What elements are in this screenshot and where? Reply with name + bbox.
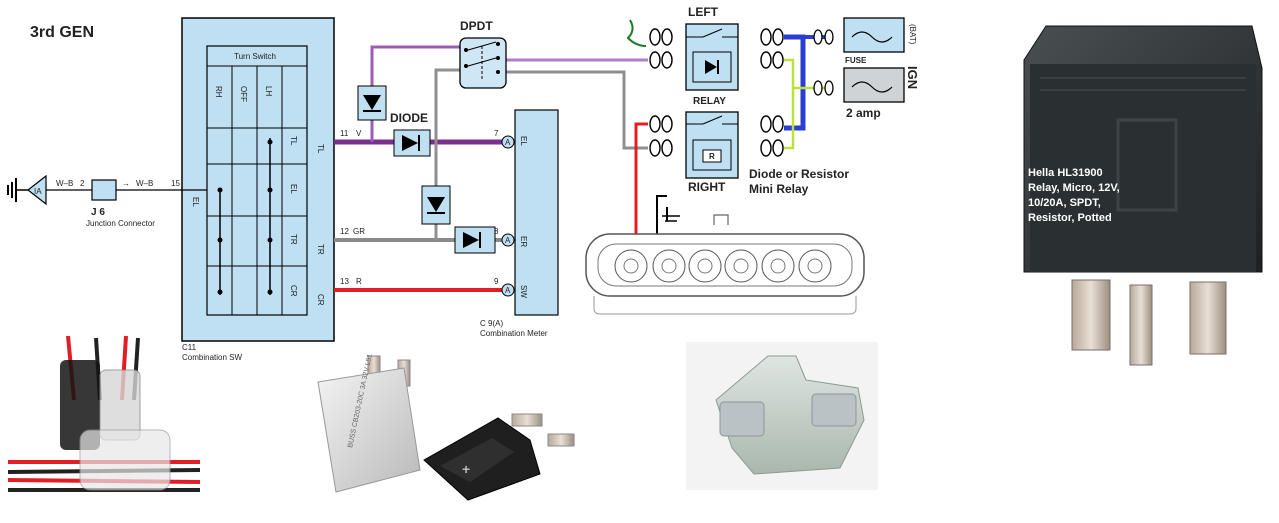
relay-right: R <box>685 111 739 179</box>
switch-row-tr: TR <box>289 234 298 245</box>
svg-text:A: A <box>505 138 511 147</box>
ground-symbol-lightbar <box>656 195 680 234</box>
meter-connector-a-marks: A A A <box>501 135 515 297</box>
outer-pin-tl: TL <box>316 144 325 154</box>
hella-caption-2: Relay, Micro, 12V, <box>1028 182 1120 194</box>
junction-connector-j6 <box>91 179 117 201</box>
bat-label: (BAT) <box>908 24 917 45</box>
pin-15-label: 15 <box>171 179 180 188</box>
switch-col-rh: RH <box>214 86 223 98</box>
combination-switch <box>181 17 335 342</box>
diode-label: DIODE <box>390 111 428 125</box>
outer-pin-cr: CR <box>316 294 325 306</box>
indicator-ia-symbol: IA <box>27 174 47 206</box>
switch-col-lh: LH <box>264 86 273 96</box>
relay-left <box>685 23 739 91</box>
relay-type-line1: Diode or Resistor <box>749 167 849 181</box>
meter-pin-9: 9 <box>494 277 499 286</box>
relay-right-output-connector <box>760 115 784 157</box>
svg-text:R: R <box>709 152 715 161</box>
junction-connector-id: J 6 <box>91 207 105 218</box>
junction-connector-label: Junction Connector <box>86 219 155 228</box>
meter-pin-8: 8 <box>494 227 499 236</box>
wire-v-label: V <box>356 129 362 138</box>
diode-vertical-purple <box>357 85 387 121</box>
relay-right-title: RIGHT <box>688 180 726 194</box>
wire-gr-label: GR <box>353 227 365 236</box>
wire-13-label: 13 <box>340 277 349 286</box>
outer-pin-el: EL <box>191 197 200 207</box>
outer-pin-tr: TR <box>316 244 325 255</box>
combination-meter <box>514 109 559 316</box>
relay-word: RELAY <box>693 96 726 107</box>
diode-horizontal-gray <box>454 226 496 254</box>
relay-right-connector <box>649 115 673 157</box>
wire-12-label: 12 <box>340 227 349 236</box>
wire-11-label: 11 <box>340 129 349 138</box>
fuse-tap-mark: + <box>462 461 470 477</box>
svg-text:A: A <box>505 286 511 295</box>
relay-left-output-connector <box>760 28 784 69</box>
fuse-ign <box>813 67 905 103</box>
switch-row-cr: CR <box>289 285 298 297</box>
micro-fuse-image <box>686 342 878 490</box>
combination-switch-label: Combination SW <box>182 353 242 362</box>
diode-horizontal-purple <box>393 129 431 157</box>
led-light-bar <box>585 214 865 315</box>
ground-symbol <box>7 178 28 202</box>
fuse-amp-label: 2 amp <box>846 106 881 120</box>
switch-row-el: EL <box>289 184 298 194</box>
turn-switch-header: Turn Switch <box>234 52 276 61</box>
meter-label: Combination Meter <box>480 329 548 338</box>
switch-col-off: OFF <box>239 86 248 102</box>
ign-label: IGN <box>905 66 920 89</box>
meter-pin-er: ER <box>519 236 528 247</box>
svg-text:A: A <box>505 236 511 245</box>
fuse-bat <box>813 17 905 53</box>
diode-vertical-gray <box>421 185 451 225</box>
relay-type-line2: Mini Relay <box>749 182 809 196</box>
combination-switch-id: C11 <box>182 343 197 352</box>
relay-left-title: LEFT <box>688 5 719 19</box>
meter-pin-el: EL <box>519 136 528 146</box>
pin-2-label: 2 <box>80 179 85 188</box>
dpdt-label: DPDT <box>460 19 493 33</box>
relay-left-connector <box>626 19 673 69</box>
generation-title: 3rd GEN <box>30 24 94 41</box>
switch-row-tl: TL <box>289 136 298 146</box>
svg-text:IA: IA <box>34 187 42 196</box>
wire-tap-connector-image <box>7 335 201 492</box>
hella-caption-3: 10/20A, SPDT, <box>1028 197 1101 209</box>
circuit-breaker-image: BUSS CB203-20C 3A 32V L51 <box>317 353 421 493</box>
meter-pin-7: 7 <box>494 129 499 138</box>
dpdt-switch <box>459 37 507 89</box>
arrow-mark: → <box>122 179 130 188</box>
meter-pin-sw: SW <box>519 285 528 298</box>
wire-red <box>334 122 648 292</box>
wire-code-wb-1: W–B <box>56 179 73 188</box>
hella-relay-image: Hella HL31900 Relay, Micro, 12V, 10/20A,… <box>1023 25 1263 366</box>
wire-r-label: R <box>356 277 362 286</box>
fuse-tap-image: + <box>423 413 575 501</box>
meter-id: C 9(A) <box>480 319 503 328</box>
hella-caption-4: Resistor, Potted <box>1028 212 1112 224</box>
hella-caption-1: Hella HL31900 <box>1028 167 1103 179</box>
wire-code-wb-2: W–B <box>136 179 153 188</box>
fuse-label: FUSE <box>845 56 867 65</box>
